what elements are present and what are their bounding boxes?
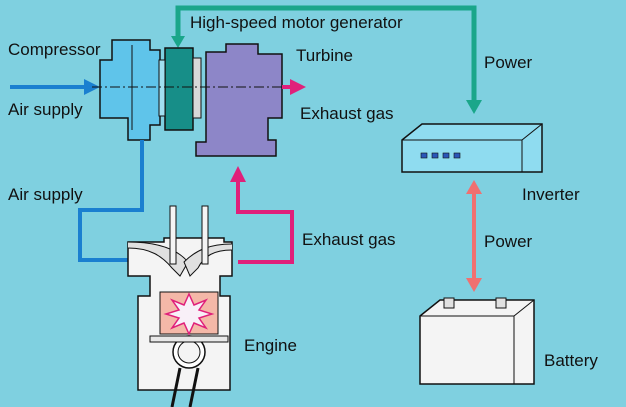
inverter	[401, 123, 543, 173]
label-air-supply-side: Air supply	[8, 185, 83, 204]
label-engine: Engine	[244, 336, 297, 355]
compressor	[99, 39, 161, 141]
exhaust-outlet-arrow	[282, 79, 306, 95]
exhaust-line-to-turbine	[230, 166, 294, 264]
label-power-bottom: Power	[484, 232, 533, 251]
turbine	[195, 43, 283, 157]
label-power-top: Power	[484, 53, 533, 72]
power-line-motor-to-inverter	[171, 5, 482, 114]
engine	[127, 205, 233, 407]
label-turbine: Turbine	[296, 46, 354, 65]
label-motor-generator: High-speed motor generator	[190, 13, 403, 32]
label-air-supply-inlet: Air supply	[8, 100, 83, 119]
label-compressor: Compressor	[8, 40, 101, 59]
label-inverter: Inverter	[522, 185, 580, 204]
label-exhaust-outlet: Exhaust gas	[300, 104, 394, 123]
label-battery: Battery	[544, 351, 598, 370]
label-exhaust-side: Exhaust gas	[302, 230, 396, 249]
air-supply-inlet-arrow	[10, 79, 100, 95]
motor-generator	[158, 47, 202, 131]
battery	[419, 297, 535, 385]
power-line-inverter-battery	[466, 180, 482, 292]
